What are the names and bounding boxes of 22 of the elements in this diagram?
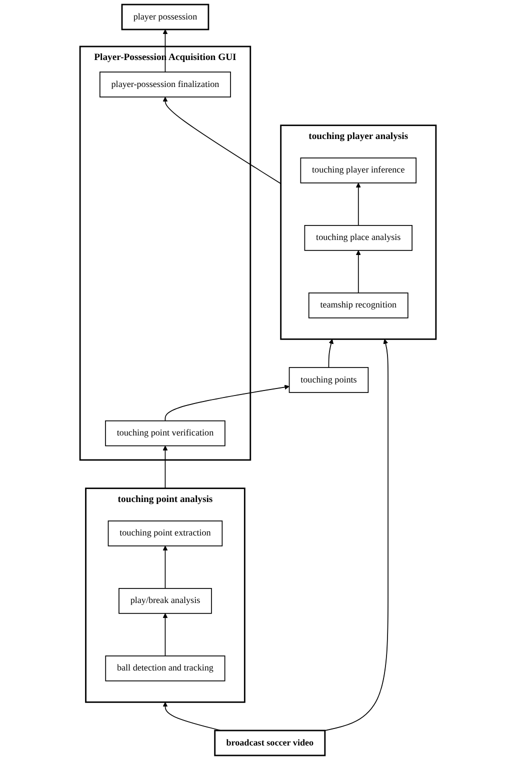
node-box: touching point extraction [108, 520, 223, 546]
arrow [356, 182, 361, 226]
arrow [162, 613, 168, 656]
node-box: teamship recognition [308, 292, 408, 318]
arrow [162, 546, 168, 589]
node-box: play/break analysis [118, 588, 212, 614]
arrow [356, 250, 361, 294]
arrow [162, 29, 168, 72]
arrow [162, 96, 282, 184]
arrow [328, 338, 334, 368]
arrow [324, 338, 388, 731]
node-box: player-possession finalization [100, 72, 231, 98]
arrow [162, 702, 222, 731]
node-box: broadcast soccer video [214, 730, 326, 756]
node-box: touching player inference [300, 158, 416, 184]
arrow [164, 384, 290, 422]
node-box: touching place analysis [304, 225, 412, 251]
arrow [162, 446, 168, 489]
node-box: player possession [121, 4, 210, 30]
node-box: ball detection and tracking [105, 656, 226, 682]
node-box: touching points [288, 367, 369, 393]
node-box: touching point verification [105, 420, 226, 446]
